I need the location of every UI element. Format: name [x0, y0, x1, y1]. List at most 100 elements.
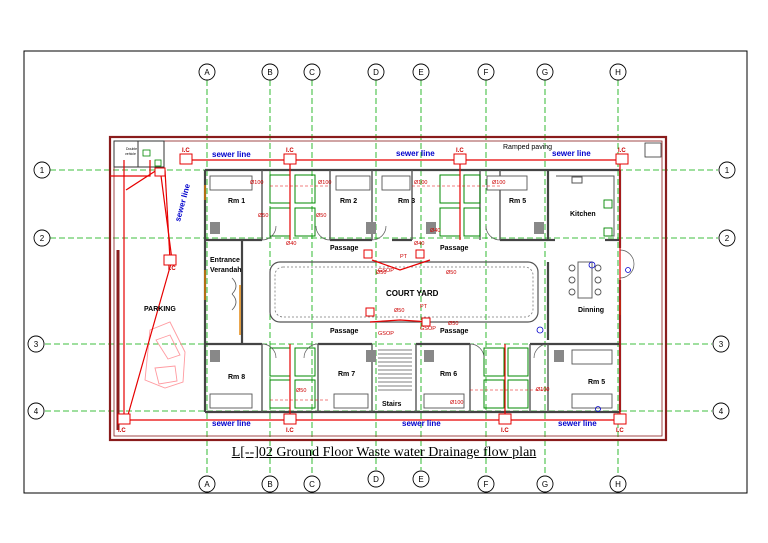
grid-label-left-2: 2: [40, 234, 45, 243]
pipe-label-4: Ø100: [492, 180, 505, 186]
sewer-line-label-5: sewer line: [402, 419, 441, 428]
grid-label-bottom-a: A: [204, 480, 210, 489]
room-label-rm6: Rm 6: [440, 371, 457, 378]
room-label-court-yard: COURT YARD: [386, 289, 439, 298]
sewer-line-label-4: sewer line: [212, 419, 251, 428]
car-outline: [144, 321, 186, 389]
sewer-line-label-1: sewer line: [212, 150, 251, 159]
pipe-label-8: Ø40: [414, 241, 424, 247]
sewer-line-label-diagonal: sewer line: [173, 182, 192, 222]
ic-label-3: I.C: [456, 148, 464, 154]
ic-label-9: I.C: [616, 428, 624, 434]
gsop-label-2: GSOP: [378, 331, 394, 337]
grid-label-left-3: 3: [34, 340, 39, 349]
desk-chairs: [210, 222, 564, 362]
branch-pipes: [270, 185, 548, 401]
sheet-border: [23, 50, 748, 494]
room-label-parking: PARKING: [144, 306, 176, 313]
pt-label-1: PT: [400, 254, 408, 260]
sewer-line-label-6: sewer line: [558, 419, 597, 428]
double-vehicle-label-1: Double: [126, 147, 137, 151]
pipe-label-16: Ø50: [296, 388, 306, 394]
grid-label-top-g: G: [542, 68, 548, 77]
grid-label-bottom-f: F: [484, 480, 489, 489]
floor-traps-blue: [536, 261, 631, 412]
guard-fixture: [142, 149, 151, 157]
room-label-rm5-top: Rm 5: [509, 198, 526, 205]
grid-label-top-a: A: [204, 68, 210, 77]
grid-label-right-4: 4: [719, 407, 724, 416]
grid-label-bottom-c: C: [309, 480, 315, 489]
pipe-label-15: Ø100: [536, 387, 549, 393]
grid-label-top-h: H: [615, 68, 621, 77]
ic-label-7: I.C: [286, 428, 294, 434]
room-label-dinning: Dinning: [578, 307, 604, 314]
dining-table: [568, 261, 602, 299]
pipe-label-14: Ø100: [450, 400, 463, 406]
pipe-label-11: Ø50: [446, 270, 456, 276]
pt-label-2: PT: [420, 304, 428, 310]
grid-label-bottom-e: E: [418, 475, 423, 484]
site-boundary-outer: [108, 135, 668, 442]
ic-label-2: I.C: [286, 148, 294, 154]
drawing-title: L[--]02 Ground Floor Waste water Drainag…: [0, 445, 768, 461]
sewer-pipes: [110, 159, 622, 421]
grid-bubbles-bottom: [198, 470, 627, 493]
grid-label-bottom-d: D: [373, 475, 379, 484]
pipe-label-10: Ø50: [376, 270, 386, 276]
room-label-stairs: Stairs: [382, 401, 402, 408]
room-label-passage-br: Passage: [440, 328, 469, 335]
room-label-verandah: Verandah: [210, 267, 242, 274]
room-label-rm2: Rm 2: [340, 198, 357, 205]
grid-label-bottom-b: B: [267, 480, 272, 489]
grid-label-left-1: 1: [40, 166, 45, 175]
gsop-label-1: GSOP: [378, 268, 394, 274]
room-label-rm1: Rm 1: [228, 198, 245, 205]
grid-label-right-2: 2: [725, 234, 730, 243]
grid-lines-vertical: [206, 80, 619, 476]
grid-label-right-1: 1: [725, 166, 730, 175]
sewer-line-label-3: sewer line: [552, 149, 591, 158]
court-yard-planter-inner: [274, 266, 534, 318]
store-corner: [644, 142, 662, 158]
guard-house: [113, 140, 165, 168]
room-label-passage-tl: Passage: [330, 245, 359, 252]
pipe-label-9: Ø40: [430, 228, 440, 234]
grid-label-top-c: C: [309, 68, 315, 77]
sewer-line-label-2: sewer line: [396, 149, 435, 158]
ic-label-5: I.C: [168, 266, 176, 272]
pipe-label-3: Ø100: [414, 180, 427, 186]
grid-label-bottom-h: H: [615, 480, 621, 489]
ic-label-8: I.C: [501, 428, 509, 434]
grid-label-top-d: D: [373, 68, 379, 77]
ramped-paving-label: Ramped paving: [503, 144, 552, 151]
door-swings: [261, 225, 635, 359]
pipe-label-1: Ø100: [250, 180, 263, 186]
grid-label-top-f: F: [484, 68, 489, 77]
room-label-entrance: Entrance: [210, 257, 240, 264]
pipe-label-6: Ø50: [316, 213, 326, 219]
gsop-label-3: GSOP: [420, 326, 436, 332]
room-label-rm3: Rm 3: [398, 198, 415, 205]
inspection-chambers: [117, 153, 629, 425]
room-label-kitchen: Kitchen: [570, 211, 596, 218]
stairs-treads: [378, 349, 412, 391]
court-yard-planter: [269, 261, 539, 323]
pipe-label-13: Ø50: [448, 321, 458, 327]
ic-label-4: I.C: [618, 148, 626, 154]
room-label-rm8: Rm 8: [228, 374, 245, 381]
ic-label-1: I.C: [182, 148, 190, 154]
kitchen-counter: [556, 175, 615, 237]
pipe-label-2: Ø100: [318, 180, 331, 186]
room-label-passage-tr: Passage: [440, 245, 469, 252]
grid-label-bottom-g: G: [542, 480, 548, 489]
room-label-rm7: Rm 7: [338, 371, 355, 378]
grid-bubbles-top: [198, 63, 627, 81]
room-label-passage-bl: Passage: [330, 328, 359, 335]
drawing-title-text: L[--]02 Ground Floor Waste water Drainag…: [231, 445, 537, 460]
pipe-label-7: Ø40: [286, 241, 296, 247]
grid-label-right-3: 3: [719, 340, 724, 349]
beds: [209, 175, 613, 409]
guard-fixture-2: [154, 159, 162, 167]
